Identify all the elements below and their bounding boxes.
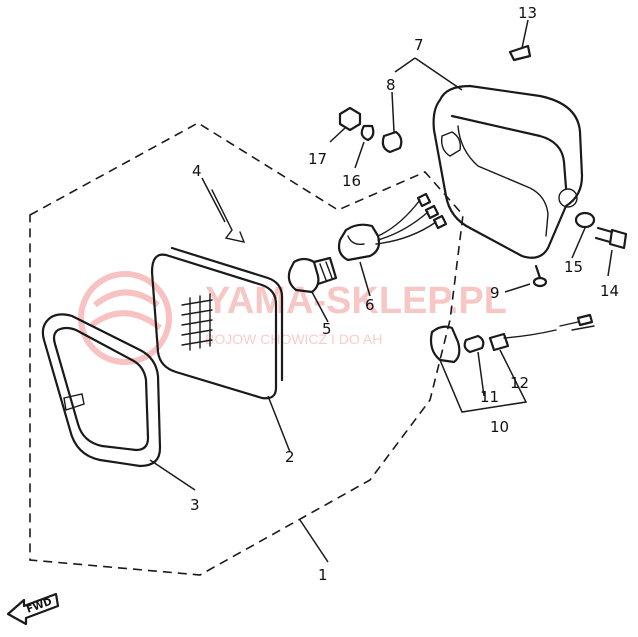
watermark-logo-icon (78, 271, 172, 365)
callout-15: 15 (564, 258, 583, 276)
callout-labels: 1 2 3 4 5 6 7 8 9 10 11 12 13 14 15 16 1… (190, 4, 619, 584)
callout-5: 5 (322, 320, 332, 338)
callout-12: 12 (510, 374, 529, 392)
callout-7: 7 (414, 36, 424, 54)
callout-14: 14 (600, 282, 619, 300)
callout-1: 1 (318, 566, 328, 584)
license-lamp-part-10 (429, 313, 595, 364)
callout-6: 6 (365, 296, 375, 314)
lens-part-2 (150, 246, 284, 400)
callout-17: 17 (308, 150, 327, 168)
socket-part-6 (337, 192, 448, 262)
leader-lines (149, 19, 613, 563)
callout-3: 3 (190, 496, 200, 514)
screw-part-9 (532, 264, 548, 288)
bracket-part-13 (508, 44, 532, 62)
callout-11: 11 (480, 388, 499, 406)
watermark-brand: YAMA-SKLEP.PL (205, 280, 507, 322)
nut-part-17 (338, 106, 362, 132)
washer-part-16 (360, 124, 375, 142)
arrow-left-icon (6, 592, 60, 626)
callout-13: 13 (518, 4, 537, 22)
rim-part-3 (41, 313, 162, 468)
assembly-outline (29, 122, 464, 576)
clip-part-4 (211, 189, 246, 243)
callout-10: 10 (490, 418, 509, 436)
fwd-direction-marker: FWD (6, 592, 60, 626)
lens-pattern (181, 293, 213, 351)
housing-part-7 (432, 84, 584, 259)
washer-part-15 (574, 211, 596, 229)
callout-9: 9 (490, 284, 500, 302)
grommet-part-8 (381, 130, 403, 154)
bulb-part-5 (287, 256, 338, 294)
callout-16: 16 (342, 172, 361, 190)
callout-2: 2 (285, 448, 295, 466)
callout-8: 8 (386, 76, 396, 94)
watermark: YAMA-SKLEP.PL BOJOW CHOWICZ I DO AH (78, 271, 507, 365)
bolt-part-14 (594, 226, 628, 250)
callout-4: 4 (192, 162, 202, 180)
watermark-tagline: BOJOW CHOWICZ I DO AH (205, 331, 382, 347)
